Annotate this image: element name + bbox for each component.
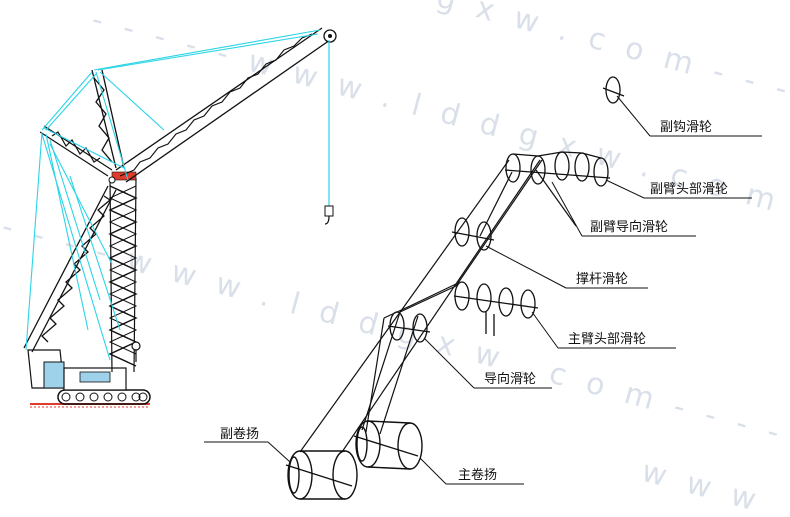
aux-jib-head-sheaves	[504, 151, 611, 187]
aux-hook-sheave	[602, 76, 625, 104]
aux-jib-guide-sheaves	[451, 217, 495, 251]
label-strut-sheave: 撑杆滑轮	[576, 272, 628, 287]
main-boom	[115, 27, 331, 183]
strut	[91, 69, 125, 169]
aux-winch-drum	[285, 450, 358, 500]
label-aux-winch: 副卷扬	[220, 426, 259, 442]
label-main-boom-head-sheave: 主臂头部滑轮	[568, 332, 646, 347]
label-aux-jib-guide-sheave: 副臂导向滑轮	[590, 219, 668, 235]
hook-assembly	[323, 29, 337, 225]
label-guide-sheave: 导向滑轮	[484, 371, 536, 387]
main-tower	[108, 171, 138, 373]
boom-foot-pin	[131, 341, 141, 351]
crawler-crane	[23, 27, 337, 408]
label-main-winch: 主卷扬	[458, 467, 497, 483]
labels: 副钩滑轮 副臂头部滑轮 副臂导向滑轮 撑杆滑轮 主臂头部滑轮 导向滑轮 副卷扬 …	[220, 120, 728, 483]
label-aux-hook-sheave: 副钩滑轮	[660, 120, 712, 135]
car-body	[27, 349, 127, 391]
leader-lines	[204, 95, 762, 485]
rigging-ropes	[25, 29, 321, 361]
crawler-track	[57, 389, 151, 405]
main-boom-head-sheaves	[453, 281, 539, 336]
wire-ropes	[299, 159, 577, 453]
reeving-schematic	[204, 76, 762, 500]
watermark-text-a: - - - - - w w w . l d d g x w . c o m - …	[88, 2, 790, 279]
rear-mast	[39, 125, 113, 177]
watermark-text-d: w w w	[638, 454, 766, 517]
main-winch-drum	[353, 420, 423, 470]
lower-boom	[23, 185, 117, 353]
label-aux-jib-head-sheave: 副臂头部滑轮	[650, 182, 728, 197]
